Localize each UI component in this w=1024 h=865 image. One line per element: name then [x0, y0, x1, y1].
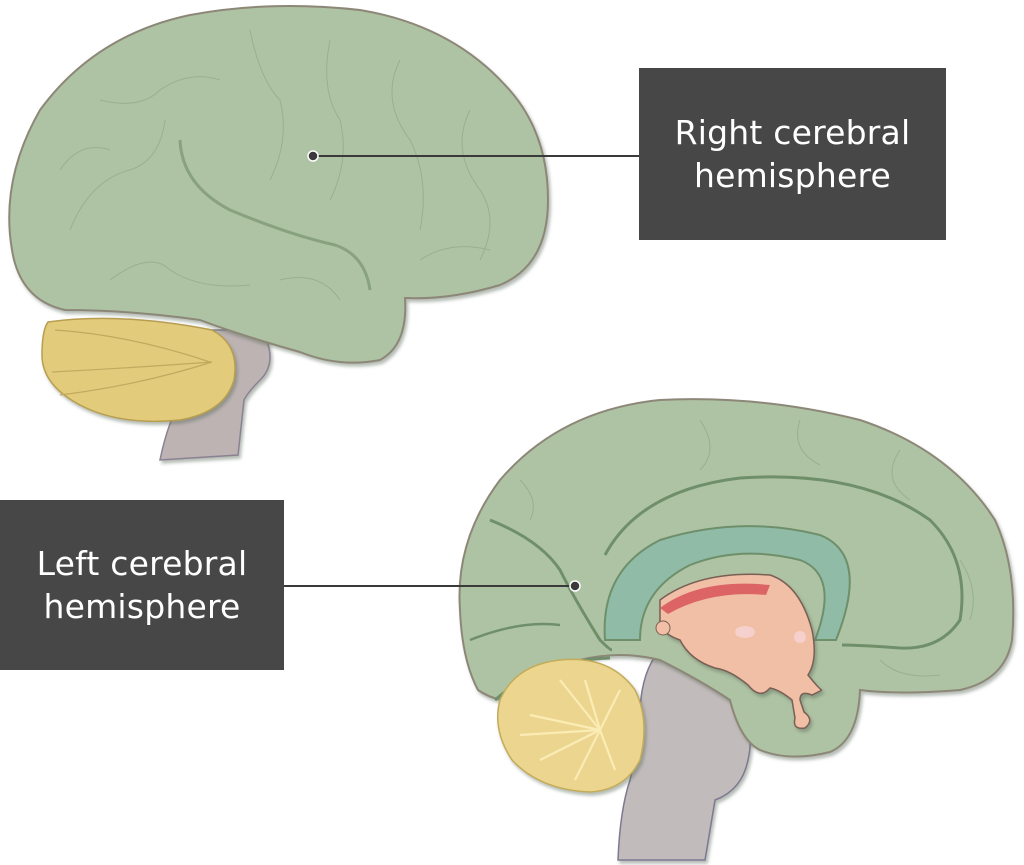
label-left-line1: Left cerebral	[36, 544, 248, 583]
corpus-callosum	[603, 525, 851, 641]
parieto-occipital-sulcus	[489, 518, 613, 652]
lateral-gyri	[59, 29, 491, 301]
cerebellum-folia	[51, 329, 213, 396]
lateral-view	[8, 5, 550, 461]
pineal-oval	[794, 631, 806, 643]
label-right-cerebral-hemisphere: Right cerebral hemisphere	[639, 68, 946, 240]
fornix-accent	[660, 583, 770, 614]
arbor-vitae	[519, 679, 621, 781]
anterior-commissure	[655, 620, 671, 636]
midsagittal-view	[458, 398, 1015, 861]
label-right-line2: hemisphere	[693, 156, 892, 195]
label-left-cerebral-hemisphere: Left cerebral hemisphere	[0, 500, 284, 670]
sagittal-gyri	[519, 419, 974, 677]
lateral-cerebrum	[8, 5, 550, 364]
pointer-dot-right	[307, 150, 319, 162]
calcarine-sulcus	[469, 622, 561, 642]
cingulate-sulcus	[603, 475, 964, 650]
mammillary-oval	[735, 626, 755, 638]
lateral-cerebellum	[41, 317, 236, 423]
label-left-line2: hemisphere	[43, 587, 241, 626]
label-right-line1: Right cerebral	[674, 113, 911, 152]
pointer-dot-left	[569, 580, 581, 592]
sagittal-cerebellum	[497, 658, 645, 793]
diencephalon	[659, 573, 823, 730]
lateral-sulcus	[178, 139, 372, 291]
